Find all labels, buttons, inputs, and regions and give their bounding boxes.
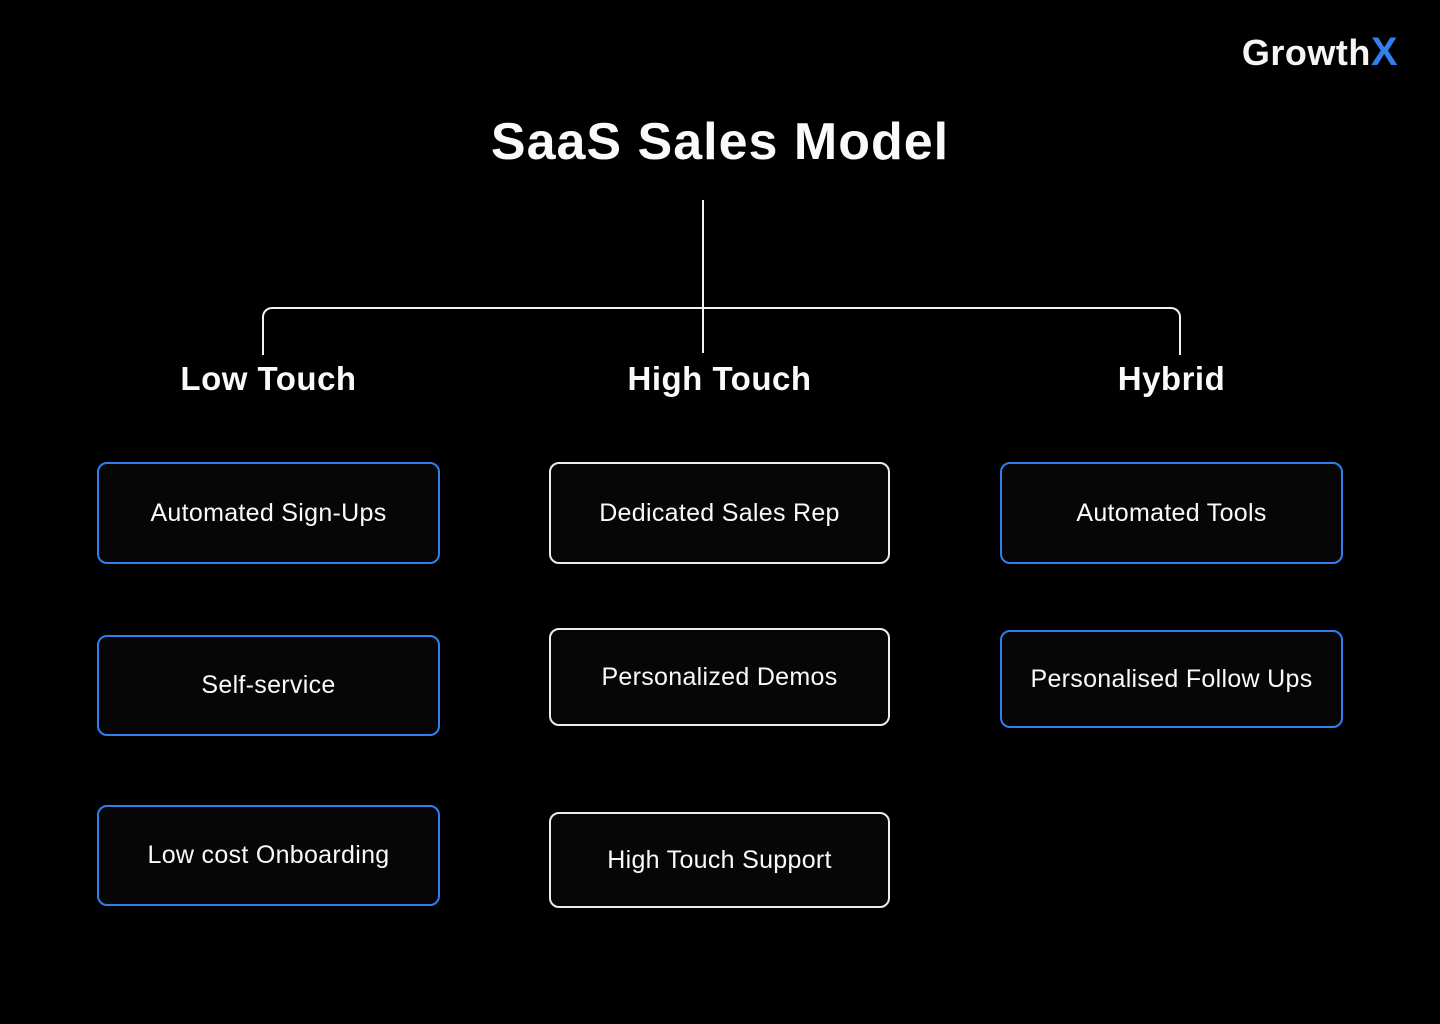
node-automated-sign-ups: Automated Sign-Ups — [97, 462, 440, 564]
node-self-service: Self-service — [97, 635, 440, 736]
connector-bracket-line — [262, 307, 1181, 355]
page-title: SaaS Sales Model — [490, 113, 950, 171]
node-high-touch-support: High Touch Support — [549, 812, 890, 908]
logo-x-mark: X — [1370, 30, 1398, 74]
node-low-cost-onboarding: Low cost Onboarding — [97, 805, 440, 906]
node-personalized-demos: Personalized Demos — [549, 628, 890, 726]
node-label: Dedicated Sales Rep — [599, 498, 840, 527]
connector-stem-line — [702, 200, 704, 353]
node-label: Automated Sign-Ups — [150, 498, 387, 527]
node-dedicated-sales-rep: Dedicated Sales Rep — [549, 462, 890, 564]
logo-text: Growth — [1241, 32, 1371, 73]
growthx-logo: GrowthX — [1242, 30, 1398, 75]
node-automated-tools: Automated Tools — [1000, 462, 1343, 564]
column-heading-high-touch: High Touch — [627, 360, 812, 397]
node-label: Personalised Follow Ups — [1030, 664, 1313, 693]
node-label: Automated Tools — [1076, 498, 1267, 527]
column-heading-low-touch: Low Touch — [180, 360, 357, 397]
column-heading-hybrid: Hybrid — [1117, 360, 1226, 397]
node-label: Self-service — [201, 671, 336, 699]
node-label: Low cost Onboarding — [147, 841, 390, 869]
node-label: High Touch Support — [607, 845, 832, 874]
node-label: Personalized Demos — [601, 662, 838, 691]
node-personalised-follow-ups: Personalised Follow Ups — [1000, 630, 1343, 728]
